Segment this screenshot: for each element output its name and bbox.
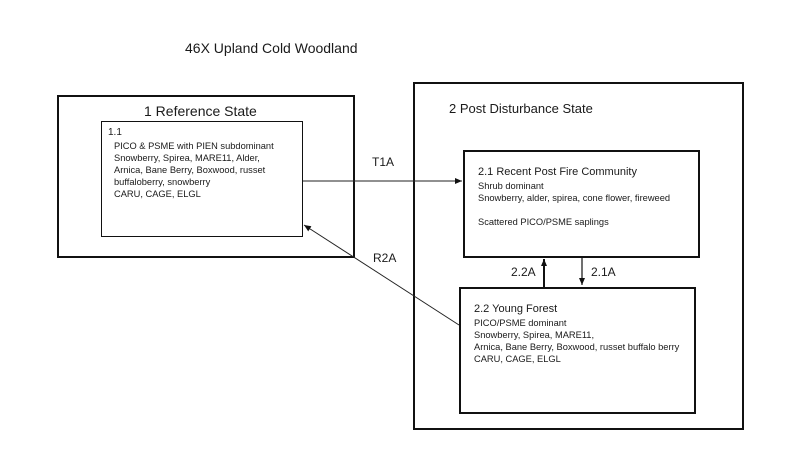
community-line: Arnica, Bane Berry, Boxwood, russet buff… bbox=[474, 342, 680, 352]
arrow-r2a bbox=[303, 224, 460, 326]
community-line: Snowberry, Spirea, MARE11, Alder, bbox=[114, 153, 260, 163]
community-line: Scattered PICO/PSME saplings bbox=[478, 217, 609, 227]
transition-label-2-2a: 2.2A bbox=[511, 265, 536, 279]
community-box-2-2: 2.2 Young Forest PICO/PSME dominant Snow… bbox=[459, 287, 696, 414]
community-line: CARU, CAGE, ELGL bbox=[114, 189, 201, 199]
transition-label-2-1a: 2.1A bbox=[591, 265, 616, 279]
diagram-title: 46X Upland Cold Woodland bbox=[185, 40, 358, 56]
state-title-reference: 1 Reference State bbox=[144, 103, 257, 119]
state-box-post-disturbance: 2 Post Disturbance State bbox=[413, 82, 744, 430]
community-line: CARU, CAGE, ELGL bbox=[474, 354, 561, 364]
state-title-post-disturbance: 2 Post Disturbance State bbox=[449, 101, 593, 116]
community-line: Arnica, Bane Berry, Boxwood, russet bbox=[114, 165, 266, 175]
community-box-2-1: 2.1 Recent Post Fire Community Shrub dom… bbox=[463, 150, 700, 258]
community-line: buffaloberry, snowberry bbox=[114, 177, 211, 187]
transition-label-t1a: T1A bbox=[372, 155, 395, 169]
community-text-2-1: Shrub dominant Snowberry, alder, spirea,… bbox=[478, 180, 670, 228]
community-text-1-1: PICO & PSME with PIEN subdominant Snowbe… bbox=[114, 140, 274, 200]
transition-label-r2a: R2A bbox=[373, 251, 397, 265]
state-box-reference: 1 Reference State bbox=[57, 95, 355, 258]
community-line: Snowberry, alder, spirea, cone flower, f… bbox=[478, 193, 671, 203]
community-box-1-1: 1.1 PICO & PSME with PIEN subdominant Sn… bbox=[101, 121, 303, 237]
community-line: Shrub dominant bbox=[478, 181, 544, 191]
community-line: PICO & PSME with PIEN subdominant bbox=[114, 141, 274, 151]
community-line: PICO/PSME dominant bbox=[474, 318, 567, 328]
community-id-1-1: 1.1 bbox=[108, 127, 122, 138]
community-text-2-2: PICO/PSME dominant Snowberry, Spirea, MA… bbox=[474, 317, 679, 365]
community-title-2-1: 2.1 Recent Post Fire Community bbox=[478, 166, 637, 178]
community-title-2-2: 2.2 Young Forest bbox=[474, 303, 558, 315]
community-line: Snowberry, Spirea, MARE11, bbox=[474, 330, 595, 340]
